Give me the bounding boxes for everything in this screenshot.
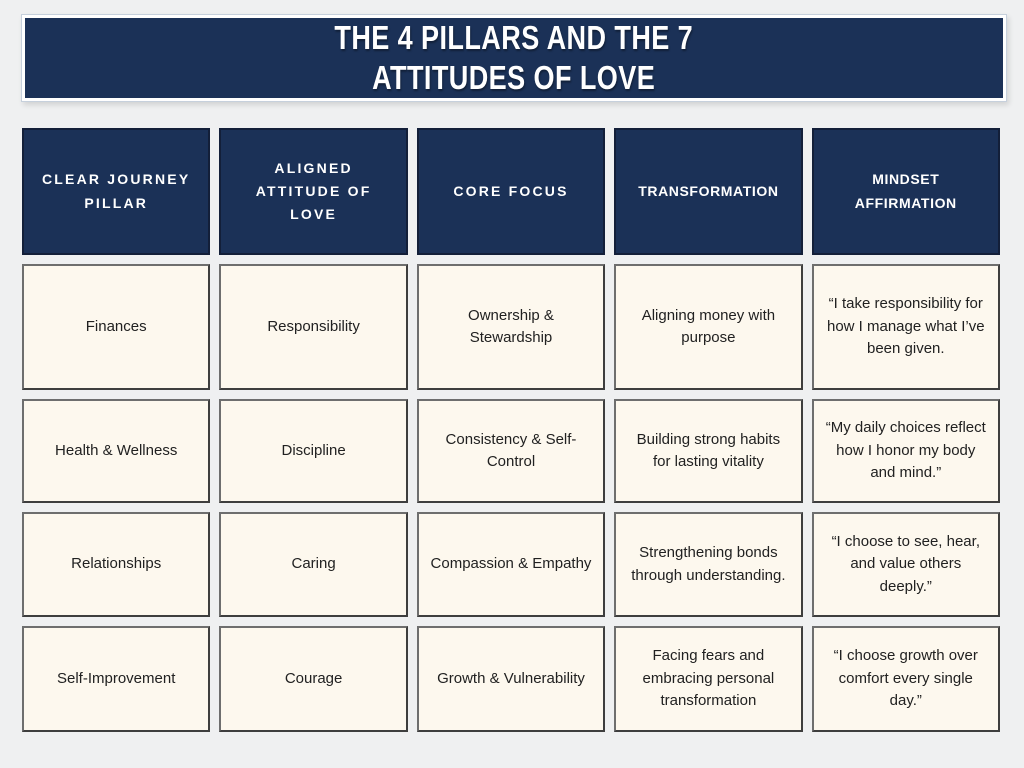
cell-finances-transformation: Aligning money with purpose [614, 264, 803, 390]
pillars-table: CLEAR JOURNEY PILLAR ALIGNED ATTITUDE OF… [22, 128, 1000, 732]
header-core-focus: CORE FOCUS [416, 128, 606, 255]
header-clear-journey-pillar: CLEAR JOURNEY PILLAR [22, 128, 211, 255]
cell-self-improvement-transformation: Facing fears and embracing personal tran… [614, 626, 803, 732]
cell-health-affirmation: “My daily choices reflect how I honor my… [811, 399, 1000, 503]
cell-self-improvement-affirmation: “I choose growth over comfort every sing… [811, 626, 1000, 732]
cell-self-improvement-attitude: Courage [219, 626, 408, 732]
header-mindset-affirmation: MINDSET AFFIRMATION [811, 128, 1000, 255]
header-aligned-attitude-of-love: ALIGNED ATTITUDE OF LOVE [219, 128, 408, 255]
cell-relationships-affirmation: “I choose to see, hear, and value others… [811, 512, 1000, 617]
cell-relationships-transformation: Strengthening bonds through understandin… [614, 512, 803, 617]
cell-finances-pillar: Finances [22, 264, 211, 390]
cell-finances-affirmation: “I take responsibility for how I manage … [811, 264, 1000, 390]
cell-relationships-pillar: Relationships [22, 512, 211, 617]
cell-finances-attitude: Responsibility [219, 264, 408, 390]
title-banner-inner: THE 4 PILLARS AND THE 7 ATTITUDES OF LOV… [25, 18, 1003, 98]
cell-self-improvement-core-focus: Growth & Vulnerability [416, 626, 606, 732]
cell-health-core-focus: Consistency & Self-Control [416, 399, 606, 503]
cell-health-transformation: Building strong habits for lasting vital… [614, 399, 803, 503]
cell-relationships-core-focus: Compassion & Empathy [416, 512, 606, 617]
cell-relationships-attitude: Caring [219, 512, 408, 617]
title-banner: THE 4 PILLARS AND THE 7 ATTITUDES OF LOV… [21, 14, 1007, 102]
cell-health-pillar: Health & Wellness [22, 399, 211, 503]
cell-health-attitude: Discipline [219, 399, 408, 503]
cell-finances-core-focus: Ownership & Stewardship [416, 264, 606, 390]
page-title-line-2: ATTITUDES OF LOVE [372, 59, 656, 96]
page-title-line-1: THE 4 PILLARS AND THE 7 [334, 19, 694, 56]
header-transformation: TRANSFORMATION [614, 128, 803, 255]
cell-self-improvement-pillar: Self-Improvement [22, 626, 211, 732]
